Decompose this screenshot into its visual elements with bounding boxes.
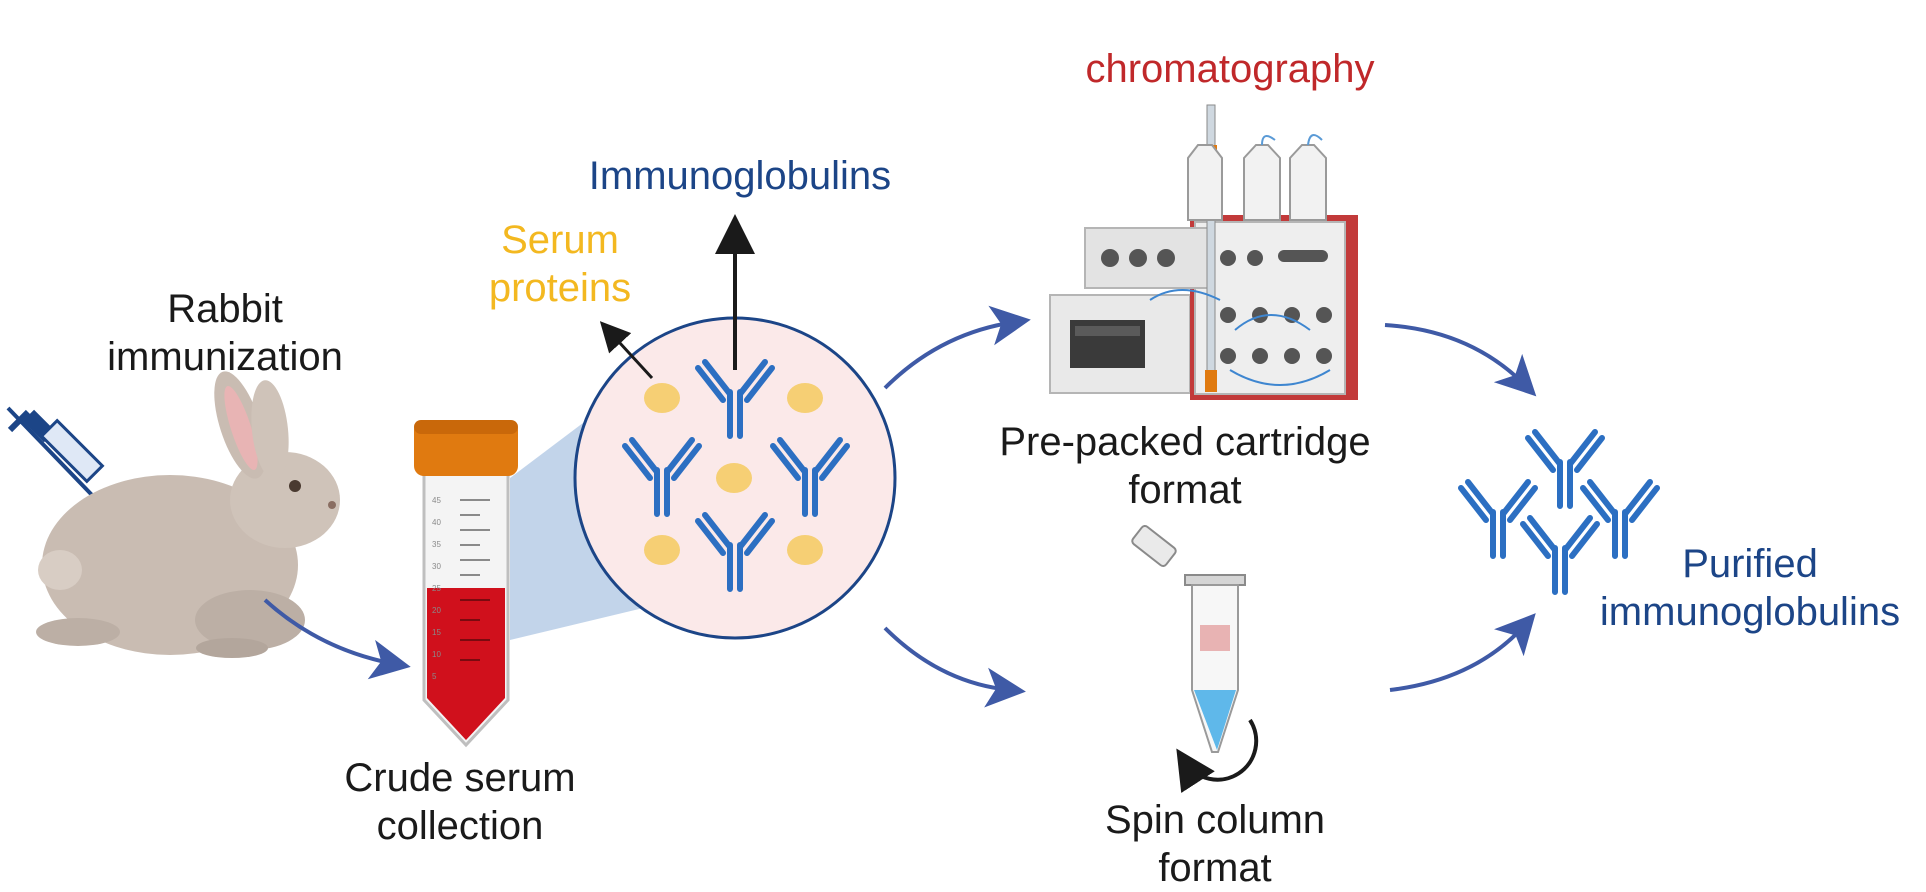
- tube-scale-tick: 15: [432, 628, 441, 637]
- rabbit-label-line: immunization: [107, 335, 343, 379]
- crude-serum-line: collection: [376, 804, 544, 848]
- spin-column-line: format: [1158, 846, 1272, 890]
- serum-proteins-line: proteins: [488, 266, 632, 310]
- crude-serum-label: Crude serum collection: [310, 754, 610, 850]
- tube-scale-tick: 5: [432, 672, 437, 681]
- prepacked-line: format: [1128, 468, 1242, 512]
- purified-line: Purified: [1682, 542, 1818, 586]
- purified-line: immunoglobulins: [1599, 590, 1901, 634]
- serum-protein-dot: [787, 535, 823, 565]
- serum-protein-dot: [644, 383, 680, 413]
- arrow-rabbit-to-tube: [263, 598, 411, 680]
- rotate-icon: [1176, 718, 1259, 794]
- rabbit-immunization-label: Rabbit immunization: [85, 285, 365, 381]
- flow-arrows: [263, 305, 1537, 708]
- crude-serum-line: Crude serum: [344, 756, 576, 800]
- arrow-to-spin-column: [883, 626, 1026, 708]
- serum-proteins-label: Serum proteins: [460, 216, 660, 312]
- spin-column-line: Spin column: [1104, 798, 1326, 842]
- centrifuge-tube-icon: [414, 420, 518, 748]
- tube-scale-tick: 10: [432, 650, 441, 659]
- arrow-cartridge-to-purified: [1384, 323, 1537, 397]
- tube-scale-tick: 30: [432, 562, 441, 571]
- tube-scale: 45 40 35 30 25 20 15 10 5: [432, 496, 441, 681]
- serum-proteins-line: Serum: [501, 218, 619, 262]
- spin-column-label: Spin column format: [1065, 796, 1365, 892]
- rabbit-label-line: Rabbit: [167, 287, 283, 331]
- purified-immunoglobulins-label: Purified immunoglobulins: [1575, 540, 1925, 636]
- chromatography-instrument-icon: [1049, 104, 1358, 400]
- chromatography-label: chromatography: [1085, 47, 1375, 91]
- tube-scale-tick: 20: [432, 606, 441, 615]
- tube-scale-tick: 35: [432, 540, 441, 549]
- serum-protein-dot: [644, 535, 680, 565]
- serum-protein-dot: [787, 383, 823, 413]
- arrow-spin-to-purified: [1389, 613, 1536, 692]
- arrow-to-cartridge: [883, 305, 1031, 390]
- tube-scale-tick: 45: [432, 496, 441, 505]
- serum-proteins-pointer-arrow: [599, 321, 654, 380]
- rabbit-icon: [36, 371, 340, 658]
- serum-protein-dot: [716, 463, 752, 493]
- prepacked-line: Pre-packed cartridge: [999, 420, 1371, 464]
- tube-scale-tick: 40: [432, 518, 441, 527]
- immunoglobulins-label: Immunoglobulins: [588, 154, 892, 198]
- spin-column-icon: [1131, 525, 1259, 794]
- prepacked-cartridge-label: Pre-packed cartridge format: [960, 418, 1410, 514]
- antibody-icon: [1461, 482, 1535, 556]
- tube-scale-tick: 25: [432, 584, 441, 593]
